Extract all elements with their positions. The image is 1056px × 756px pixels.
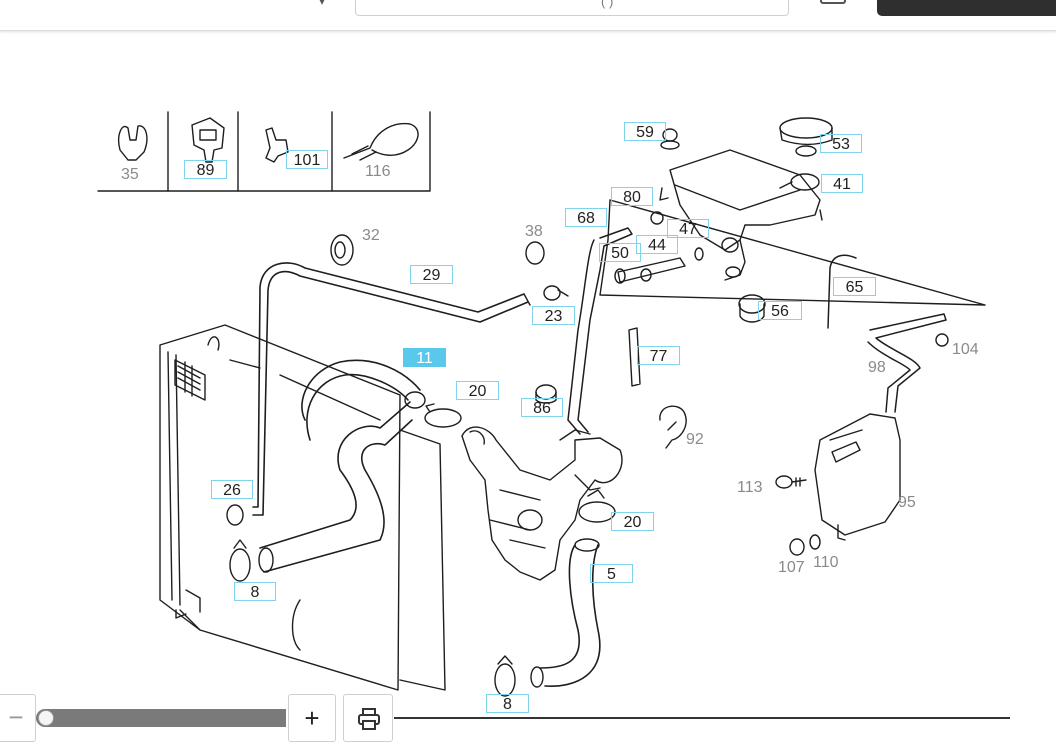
part-callout-65[interactable]: 65 — [833, 277, 876, 296]
search-input-text: ( ) — [601, 0, 614, 9]
part-label-32[interactable]: 32 — [362, 227, 380, 244]
zoom-slider-handle[interactable] — [38, 710, 54, 726]
part-callout-86[interactable]: 86 — [521, 398, 563, 417]
part-callout-53[interactable]: 53 — [820, 134, 862, 153]
chevron-down-icon[interactable]: ▾ — [319, 0, 326, 8]
part-callout-44[interactable]: 44 — [636, 235, 678, 254]
part-callout-29[interactable]: 29 — [410, 265, 453, 284]
radiator — [159, 324, 446, 691]
part-callout-50[interactable]: 50 — [599, 243, 641, 262]
part-callout-8-bottom[interactable]: 8 — [486, 694, 529, 713]
part-callout-5[interactable]: 5 — [590, 564, 633, 583]
part-label-38[interactable]: 38 — [525, 223, 543, 240]
cart-icon[interactable] — [820, 0, 846, 4]
part-label-113[interactable]: 113 — [737, 479, 763, 496]
zoom-in-button[interactable]: + — [288, 694, 336, 742]
part-callout-20-upper[interactable]: 20 — [456, 381, 499, 400]
print-button[interactable] — [343, 694, 393, 742]
legend-label-35[interactable]: 35 — [121, 166, 139, 183]
part-callout-8-left[interactable]: 8 — [234, 582, 276, 601]
part-callout-41[interactable]: 41 — [821, 174, 863, 193]
part-callout-80[interactable]: 80 — [611, 187, 653, 206]
part-callout-68[interactable]: 68 — [565, 208, 607, 227]
diagram-baseline — [394, 717, 1010, 719]
legend-callout-89[interactable]: 89 — [184, 160, 227, 179]
part-label-95[interactable]: 95 — [898, 494, 916, 511]
part-label-104[interactable]: 104 — [952, 341, 979, 358]
add-to-cart-button[interactable] — [877, 0, 1056, 16]
part-label-110[interactable]: 110 — [813, 554, 839, 571]
expansion-tank — [599, 117, 986, 329]
part-callout-59[interactable]: 59 — [624, 122, 666, 141]
part-callout-26[interactable]: 26 — [211, 480, 253, 499]
zoom-out-button[interactable]: − — [0, 694, 36, 742]
printer-icon — [358, 708, 380, 730]
part-label-107[interactable]: 107 — [778, 559, 805, 576]
search-input[interactable]: ( ) — [355, 0, 789, 16]
parts-diagram — [97, 111, 986, 697]
legend-callout-101[interactable]: 101 — [286, 150, 328, 169]
legend-label-116[interactable]: 116 — [365, 163, 391, 180]
water-pump — [461, 426, 623, 581]
part-callout-11[interactable]: 11 — [403, 348, 446, 367]
top-toolbar: ▾ ( ) — [0, 0, 1056, 31]
part-label-92[interactable]: 92 — [686, 431, 704, 448]
part-callout-77[interactable]: 77 — [637, 346, 680, 365]
part-callout-56[interactable]: 56 — [758, 301, 802, 320]
legend-box — [97, 111, 431, 192]
part-callout-47[interactable]: 47 — [667, 219, 709, 238]
zoom-slider[interactable] — [36, 709, 286, 727]
part-callout-23[interactable]: 23 — [532, 306, 575, 325]
part-label-98[interactable]: 98 — [868, 359, 886, 376]
part-callout-20-lower[interactable]: 20 — [611, 512, 654, 531]
